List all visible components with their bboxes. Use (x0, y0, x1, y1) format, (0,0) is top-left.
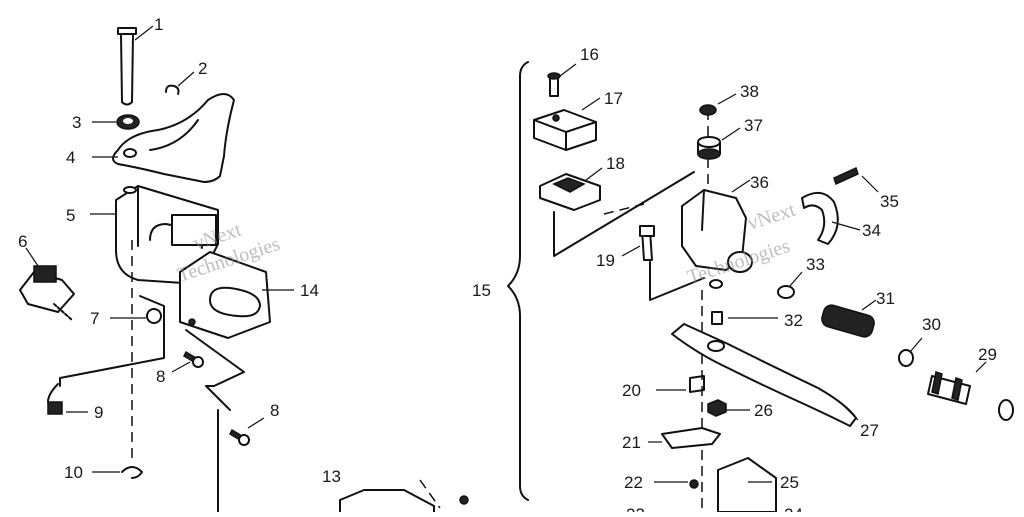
bolt-part (117, 27, 137, 106)
callout-label: 23 (626, 505, 645, 512)
callout-label: 30 (922, 315, 941, 334)
nut-part (707, 399, 727, 417)
callout-label: 13 (322, 467, 341, 486)
callout-label: 5 (66, 206, 75, 225)
diaphragm-part (539, 173, 601, 211)
callout-label: 29 (978, 345, 997, 364)
callout-label: 16 (580, 45, 599, 64)
callout-label: 20 (622, 381, 641, 400)
callout-label: 37 (744, 116, 763, 135)
callout-label: 14 (300, 281, 319, 300)
callout-label: 33 (806, 255, 825, 274)
callout-label: 22 (624, 473, 643, 492)
seal-part (697, 136, 721, 160)
housing-lower-part (339, 489, 435, 515)
callout-label: 15 (472, 281, 491, 300)
callout-label: 32 (784, 311, 803, 330)
callout-label: 6 (18, 232, 27, 251)
callout-label: 2 (198, 59, 207, 78)
callout-label: 31 (876, 289, 895, 308)
washer-part (898, 349, 914, 367)
cap-part (19, 265, 75, 321)
pin-part (711, 311, 723, 325)
callout-label: 1 (154, 15, 163, 34)
reservoir-cover-part (533, 109, 597, 151)
washer-part (777, 285, 795, 299)
callout-label: 10 (64, 463, 83, 482)
callout-label: 3 (72, 113, 81, 132)
callout-label: 25 (780, 473, 799, 492)
eclip-part (121, 466, 143, 479)
switch-part (179, 251, 271, 339)
screw-part (689, 479, 699, 489)
callout-label: 27 (860, 421, 879, 440)
brake-switch-part (717, 457, 777, 513)
callout-label: 38 (740, 82, 759, 101)
ring-part (699, 104, 717, 116)
piston-part (927, 371, 971, 405)
callout-label: 9 (94, 403, 103, 422)
brake-lever-part (671, 323, 857, 427)
callout-label: 8 (156, 367, 165, 386)
clip-part (165, 84, 180, 95)
callout-label: 34 (862, 221, 881, 240)
callout-label: 36 (750, 173, 769, 192)
pin-part (146, 308, 162, 324)
spring-part (689, 375, 705, 393)
callout-label: 21 (622, 433, 641, 452)
spring-part (821, 304, 875, 338)
bracket-part (661, 427, 721, 449)
oring-part (998, 399, 1014, 421)
callout-label: 35 (880, 192, 899, 211)
callout-label: 4 (66, 148, 75, 167)
callout-label: 8 (270, 401, 279, 420)
clamp-part (801, 191, 839, 245)
bracket-part (112, 93, 235, 183)
group-brace (507, 61, 529, 501)
callout-label: 7 (90, 309, 99, 328)
callout-label: 19 (596, 251, 615, 270)
callout-label: 17 (604, 89, 623, 108)
callout-label: 18 (606, 154, 625, 173)
callout-label: 24 (784, 505, 803, 512)
bolt-part (833, 166, 859, 186)
watermark-text: vNext (745, 199, 799, 235)
switch-housing-part (115, 185, 219, 285)
nut-part (47, 401, 63, 415)
callout-label: 26 (754, 401, 773, 420)
master-cylinder-part (681, 189, 753, 289)
